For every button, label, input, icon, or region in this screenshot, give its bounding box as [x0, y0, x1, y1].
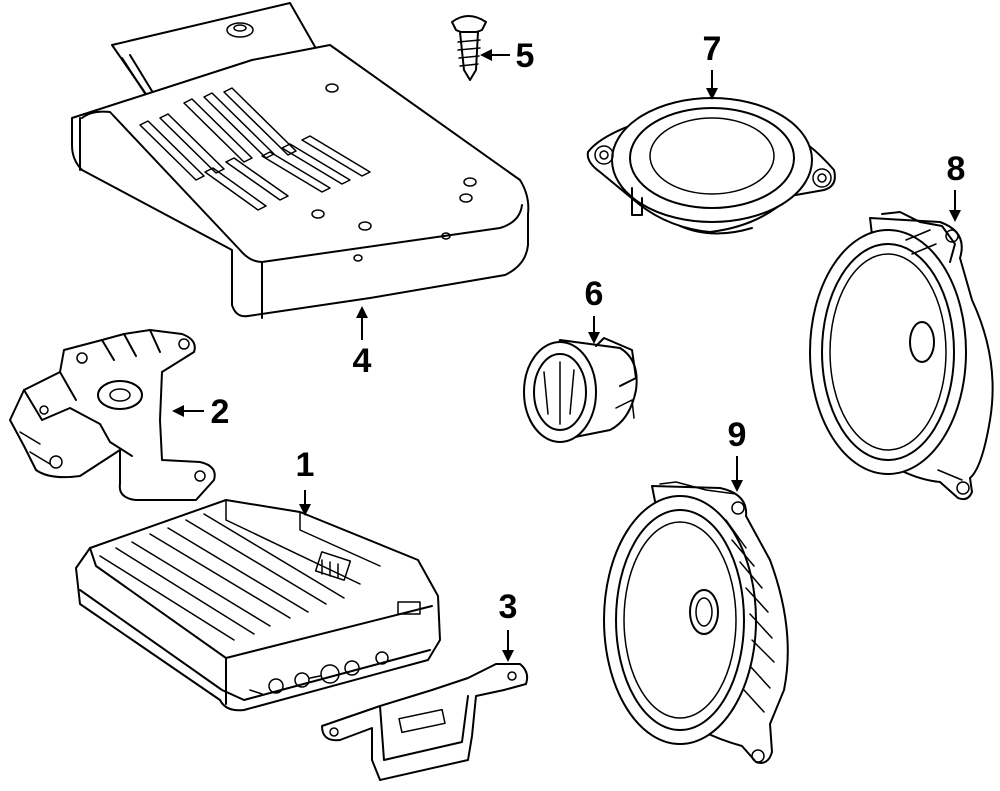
part-4-amplifier-cover	[71, 2, 530, 319]
callout-9: 9	[728, 416, 747, 454]
part-1-amplifier	[75, 499, 441, 712]
callout-6: 6	[585, 275, 604, 313]
part-8-speaker	[809, 211, 994, 501]
callout-labels: 1 2 3 4 5 6 7 8 9	[211, 30, 966, 626]
leader-arrows	[172, 49, 961, 662]
callout-2: 2	[211, 393, 230, 431]
part-6-housing	[523, 337, 638, 443]
callout-1: 1	[296, 446, 315, 484]
part-5-screw	[451, 15, 487, 81]
part-3-bracket	[321, 663, 529, 781]
callout-3: 3	[499, 588, 518, 626]
callout-5: 5	[516, 37, 535, 75]
part-7-tweeter	[586, 97, 836, 235]
callout-7: 7	[703, 30, 722, 68]
callout-8: 8	[947, 150, 966, 188]
part-2-bracket	[9, 329, 216, 501]
callout-4: 4	[353, 342, 372, 380]
part-9-speaker	[603, 481, 789, 764]
